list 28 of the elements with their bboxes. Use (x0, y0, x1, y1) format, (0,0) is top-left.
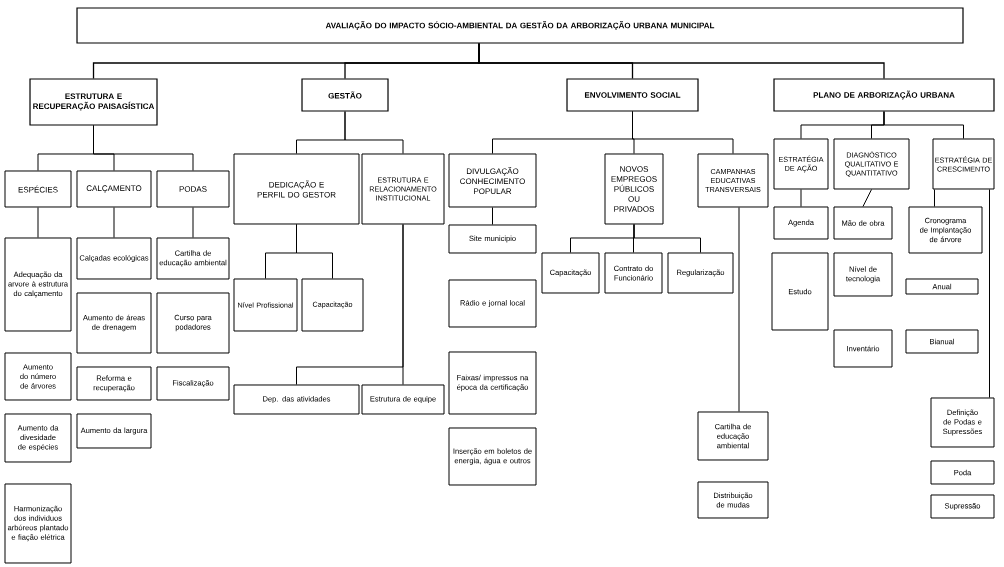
connector-line (296, 224, 333, 279)
connector-line (632, 111, 734, 154)
connector-line (113, 207, 115, 238)
connector-line (492, 207, 493, 225)
category-box: ENVOLVIMENTO SOCIAL (566, 78, 699, 112)
subcategory-box: CALÇAMENTO (76, 170, 152, 208)
subcategory-box: ESPÉCIES (4, 170, 72, 208)
connector-line (934, 189, 935, 207)
connector-line (478, 42, 885, 80)
connector-line (192, 207, 194, 238)
connector-line (402, 224, 404, 385)
subcategory-box: PODAS (156, 170, 230, 208)
subcategory-box: NOVOS EMPREGOS PÚBLICOS OU PRIVADOS (604, 153, 664, 225)
connector-line (344, 111, 404, 154)
category-box: PLANO DE ARBORIZAÇÃO URBANA (773, 78, 995, 112)
connector-line (862, 189, 872, 207)
connector-line (883, 111, 964, 139)
connector-line (37, 207, 39, 238)
category-box: ESTRUTURA E RECUPERAÇÃO PAISAGÍSTICA (29, 78, 158, 126)
subcategory-box: DEDICAÇÃO E PERFIL DO GESTOR (233, 153, 360, 225)
category-box: GESTÃO (301, 78, 389, 112)
subcategory-box: DIVULGAÇÃO CONHECIMENTO POPULAR (448, 153, 537, 208)
connector-line (633, 224, 701, 253)
title-box: AVALIAÇÃO DO IMPACTO SÓCIO-AMBIENTAL DA GESTÃO DA ARBORIZAÇÃO URBANA MUNICIPAL (76, 7, 964, 44)
connector-line (800, 189, 802, 207)
connector-line (738, 207, 740, 412)
connector-line (93, 125, 194, 171)
connector-line (989, 189, 990, 398)
